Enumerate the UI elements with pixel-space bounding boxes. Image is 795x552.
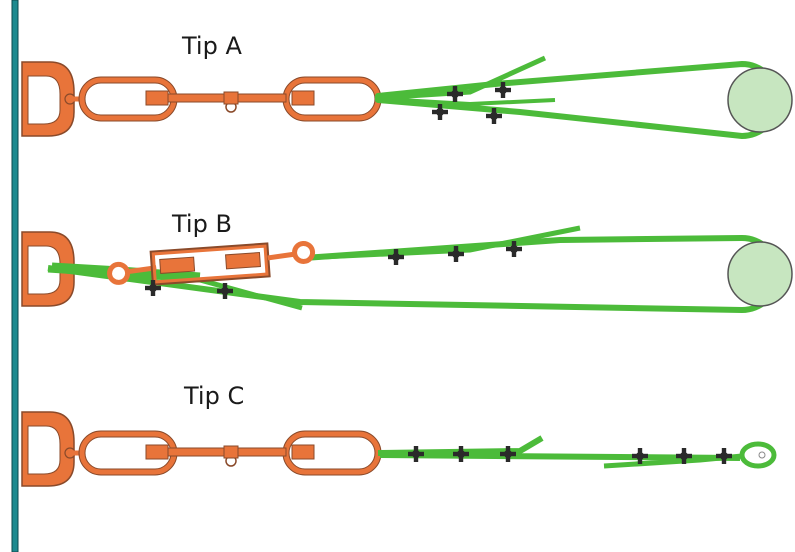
anchor-shackle-c xyxy=(21,411,76,487)
anchor-shackle-a xyxy=(21,61,76,137)
tip-a-assembly: Tip A xyxy=(21,32,793,139)
tip-b-assembly: Tip B xyxy=(21,210,793,313)
rope-b xyxy=(47,225,781,313)
wall xyxy=(11,0,19,552)
tip-b-label: Tip B xyxy=(171,210,232,238)
turnbuckle-c xyxy=(72,430,382,476)
turnbuckle-b xyxy=(107,240,316,286)
tip-c-label: Tip C xyxy=(183,382,244,410)
rope-a xyxy=(375,55,781,139)
pulley-a xyxy=(727,67,793,133)
turnbuckle-a xyxy=(72,76,382,122)
tip-a-label: Tip A xyxy=(181,32,242,60)
tip-c-assembly: Tip C xyxy=(21,382,777,487)
rope-c xyxy=(377,435,777,469)
pulley-b xyxy=(727,241,793,307)
